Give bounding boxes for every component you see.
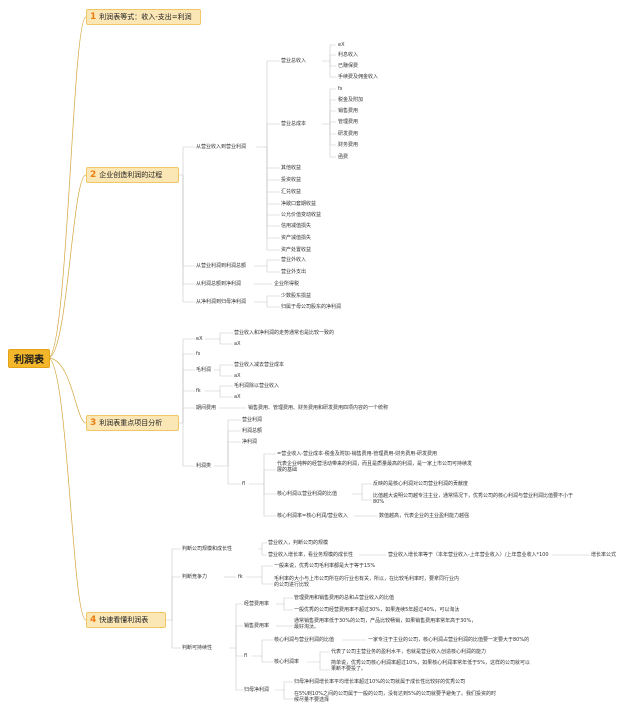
ex-sub[interactable]: aX — [234, 341, 241, 347]
revenue-item[interactable]: 已赚保费 — [338, 63, 359, 69]
section-1-node[interactable]: 1 利润表等式：收入-支出=利润 — [86, 9, 201, 25]
cost-item[interactable]: 销售费用 — [338, 108, 359, 114]
income-tax[interactable]: 企业所得税 — [274, 281, 300, 287]
ratio-node[interactable]: fk — [196, 388, 201, 394]
growth-formula-label[interactable]: 增长率公式 — [591, 552, 617, 558]
gross-profit-desc[interactable]: 营业收入减去营业成本 — [234, 362, 285, 368]
cost-item[interactable]: 管理费用 — [338, 119, 359, 125]
core-profit-formula[interactable]: =营业收入-营业成本-税金及附加-销售费用-管理费用-财务费用-研发费用 — [277, 451, 438, 457]
judge-scale-growth[interactable]: 判断公司规模和成长性 — [182, 546, 233, 552]
op-profit-to-total-profit[interactable]: 从营业利润到利润总额 — [196, 263, 247, 269]
operating-expense-ratio[interactable]: 经营费用率 — [244, 601, 270, 607]
revenue-item[interactable]: 手续费及佣金收入 — [338, 74, 379, 80]
parent-net-growth-avg[interactable]: 在5%到10%之间的公司属于一般的公司，没有达到5%的公司就要予避免了。我们投资… — [294, 691, 496, 703]
profit-category[interactable]: 利润类 — [196, 463, 212, 469]
other-item[interactable]: 公允价值变动收益 — [281, 212, 322, 218]
ex-node[interactable]: eX — [196, 336, 203, 342]
revenue-item[interactable]: 利息收入 — [338, 52, 359, 58]
cost-item[interactable]: 税金及附加 — [338, 97, 364, 103]
core-profit-margin[interactable]: 核心利润率 — [274, 659, 300, 665]
other-item[interactable]: 其他收益 — [281, 165, 302, 171]
core-profit-meaning[interactable]: 代表企业纯粹的经营活动带来的利润，而且是质量最高的利润，是一家上市公司可持续发展… — [277, 461, 473, 473]
other-item[interactable]: 汇兑收益 — [281, 189, 302, 195]
other-item[interactable]: 资产处置收益 — [281, 247, 312, 253]
section-4-label: 快速看懂利润表 — [99, 616, 149, 624]
ratio-desc[interactable]: 毛利润除以营业收入 — [234, 383, 280, 389]
other-item[interactable]: 投资收益 — [281, 177, 302, 183]
root-node[interactable]: 利润表 — [8, 349, 50, 368]
period-expense-desc[interactable]: 销售费用、管理费用、财务费用和研发费用四项内容的一个统称 — [248, 405, 389, 411]
selling-expense-ratio[interactable]: 销售费用率 — [244, 623, 270, 629]
opex-benchmark[interactable]: 一般优秀的公司经营费用率不超过30%，如果连续5年超过40%，可以淘汰 — [294, 607, 460, 613]
scale-revenue[interactable]: 营业收入，判断公司的规模 — [268, 540, 329, 546]
section-3-label: 利润表重点项目分析 — [99, 419, 163, 427]
other-item[interactable]: 信用减值损失 — [281, 223, 312, 229]
cost-item[interactable]: 财务费用 — [338, 142, 359, 148]
total-profit-to-net-profit[interactable]: 从利润总额到净利润 — [196, 281, 242, 287]
judge-sustainability[interactable]: 判断可持续性 — [182, 645, 213, 651]
selling-expense-benchmark[interactable]: 通常销售费用率低于30%的公司，产品比较畅销，如果销售费用率常年高于30%，最好… — [294, 618, 477, 630]
core-margin-benchmark[interactable]: 简单说，优秀公司核心利润率超过10%，如果核心利润率常年低于5%，这样的公司就可… — [331, 660, 531, 672]
section-2-node[interactable]: 2 企业创造利润的过程 — [86, 167, 179, 183]
scale-revenue-growth[interactable]: 营业收入增长率，看业务规模的成长性 — [268, 552, 354, 558]
gross-margin-benchmark[interactable]: 一般来说，优秀公司毛利率都是大于等于15% — [274, 563, 376, 569]
core-margin-meaning[interactable]: 代表了公司主营业务的盈利水平，也就是营业收入创造核心利润的能力 — [331, 649, 487, 655]
cost-item[interactable]: 函费 — [338, 154, 349, 160]
cost-item[interactable]: 研发费用 — [338, 131, 359, 137]
fs-node[interactable]: fs — [196, 351, 201, 357]
judge-competitiveness[interactable]: 判断竞争力 — [182, 574, 208, 580]
profit-item[interactable]: 营业利润 — [242, 417, 263, 423]
section-4-node[interactable]: 4 快速看懂利润表 — [86, 612, 166, 628]
total-revenue[interactable]: 营业总收入 — [281, 58, 307, 64]
parent-net-profit[interactable]: 归母净利润 — [244, 687, 270, 693]
fl-node[interactable]: fl — [244, 653, 248, 659]
non-op-item[interactable]: 营业外支出 — [281, 269, 307, 275]
section-1-number: 1 — [90, 12, 97, 22]
section-2-number: 2 — [90, 170, 97, 180]
root-title: 利润表 — [14, 355, 44, 366]
net-profit-to-parent-profit[interactable]: 从净利润到归母净利润 — [196, 299, 247, 305]
non-op-item[interactable]: 营业外收入 — [281, 257, 307, 263]
gross-profit-sub[interactable]: aX — [234, 373, 241, 379]
profit-item[interactable]: 利润总额 — [242, 428, 263, 434]
section-1-label: 利润表等式：收入-支出=利润 — [99, 13, 192, 21]
section-4-number: 4 — [90, 615, 97, 625]
gross-margin-industry[interactable]: 毛利率的大小与上市公司所在的行业也有关，所以，在比较毛利率时，要拿同行业内的公司… — [274, 576, 460, 588]
core-profit-rate[interactable]: 核心利润率=核心利润/营业收入 — [277, 513, 348, 519]
minority-item[interactable]: 少数股东损益 — [281, 293, 312, 299]
section-3-number: 3 — [90, 418, 97, 428]
core-to-op-ratio-desc[interactable]: 反映的是核心利润对公司营业利润的贡献度 — [373, 481, 469, 487]
core-to-op-profit[interactable]: 核心利润与营业利润的比值 — [274, 637, 335, 643]
growth-formula[interactable]: 营业收入增长率等于（本年营业收入-上年营业收入）/上年营业收入*100 — [388, 552, 549, 558]
op-revenue-to-op-profit[interactable]: 从营业收入到营业利润 — [196, 144, 247, 150]
period-expense[interactable]: 期间费用 — [196, 405, 217, 411]
parent-net-growth-good[interactable]: 归母净利润增长率平均增长率超过10%的公司就属于成长性比较好的优秀公司 — [294, 679, 466, 685]
competitiveness-node[interactable]: fk — [238, 574, 243, 580]
total-cost[interactable]: 营业总成本 — [281, 121, 307, 127]
parent-item[interactable]: 归属于母公司股东的净利润 — [281, 304, 342, 310]
core-to-op-ratio[interactable]: 核心利润以营业利润的比值 — [277, 491, 338, 497]
core-profit-node[interactable]: fl — [242, 481, 246, 487]
gross-profit[interactable]: 毛利润 — [196, 367, 212, 373]
ex-desc[interactable]: 营业收入和净利润的走势通常也是比较一致的 — [234, 330, 335, 336]
ratio-sub[interactable]: aX — [234, 394, 241, 400]
profit-item[interactable]: 净利润 — [242, 439, 258, 445]
section-3-node[interactable]: 3 利润表重点项目分析 — [86, 415, 179, 431]
core-profit-rate-desc[interactable]: 数值越高，代表企业的主业盈利能力越强 — [379, 513, 470, 519]
section-2-label: 企业创造利润的过程 — [99, 171, 163, 179]
opex-desc[interactable]: 管理费用和销售费用的总和占营业收入的比值 — [294, 595, 395, 601]
other-item[interactable]: 净敞口套期收益 — [281, 201, 317, 207]
core-to-op-benchmark[interactable]: 一家专注于主业的公司，核心利润占营业利润的比值要一定要大于80%的 — [368, 637, 530, 643]
revenue-item[interactable]: eX — [338, 42, 345, 48]
other-item[interactable]: 资产减值损失 — [281, 235, 312, 241]
cost-item[interactable]: fs — [338, 86, 343, 92]
core-to-op-ratio-note[interactable]: 比值越大说明公司越专注主业，通常情况下，优秀公司的核心利润与营业利润比值要不小于… — [373, 493, 574, 505]
